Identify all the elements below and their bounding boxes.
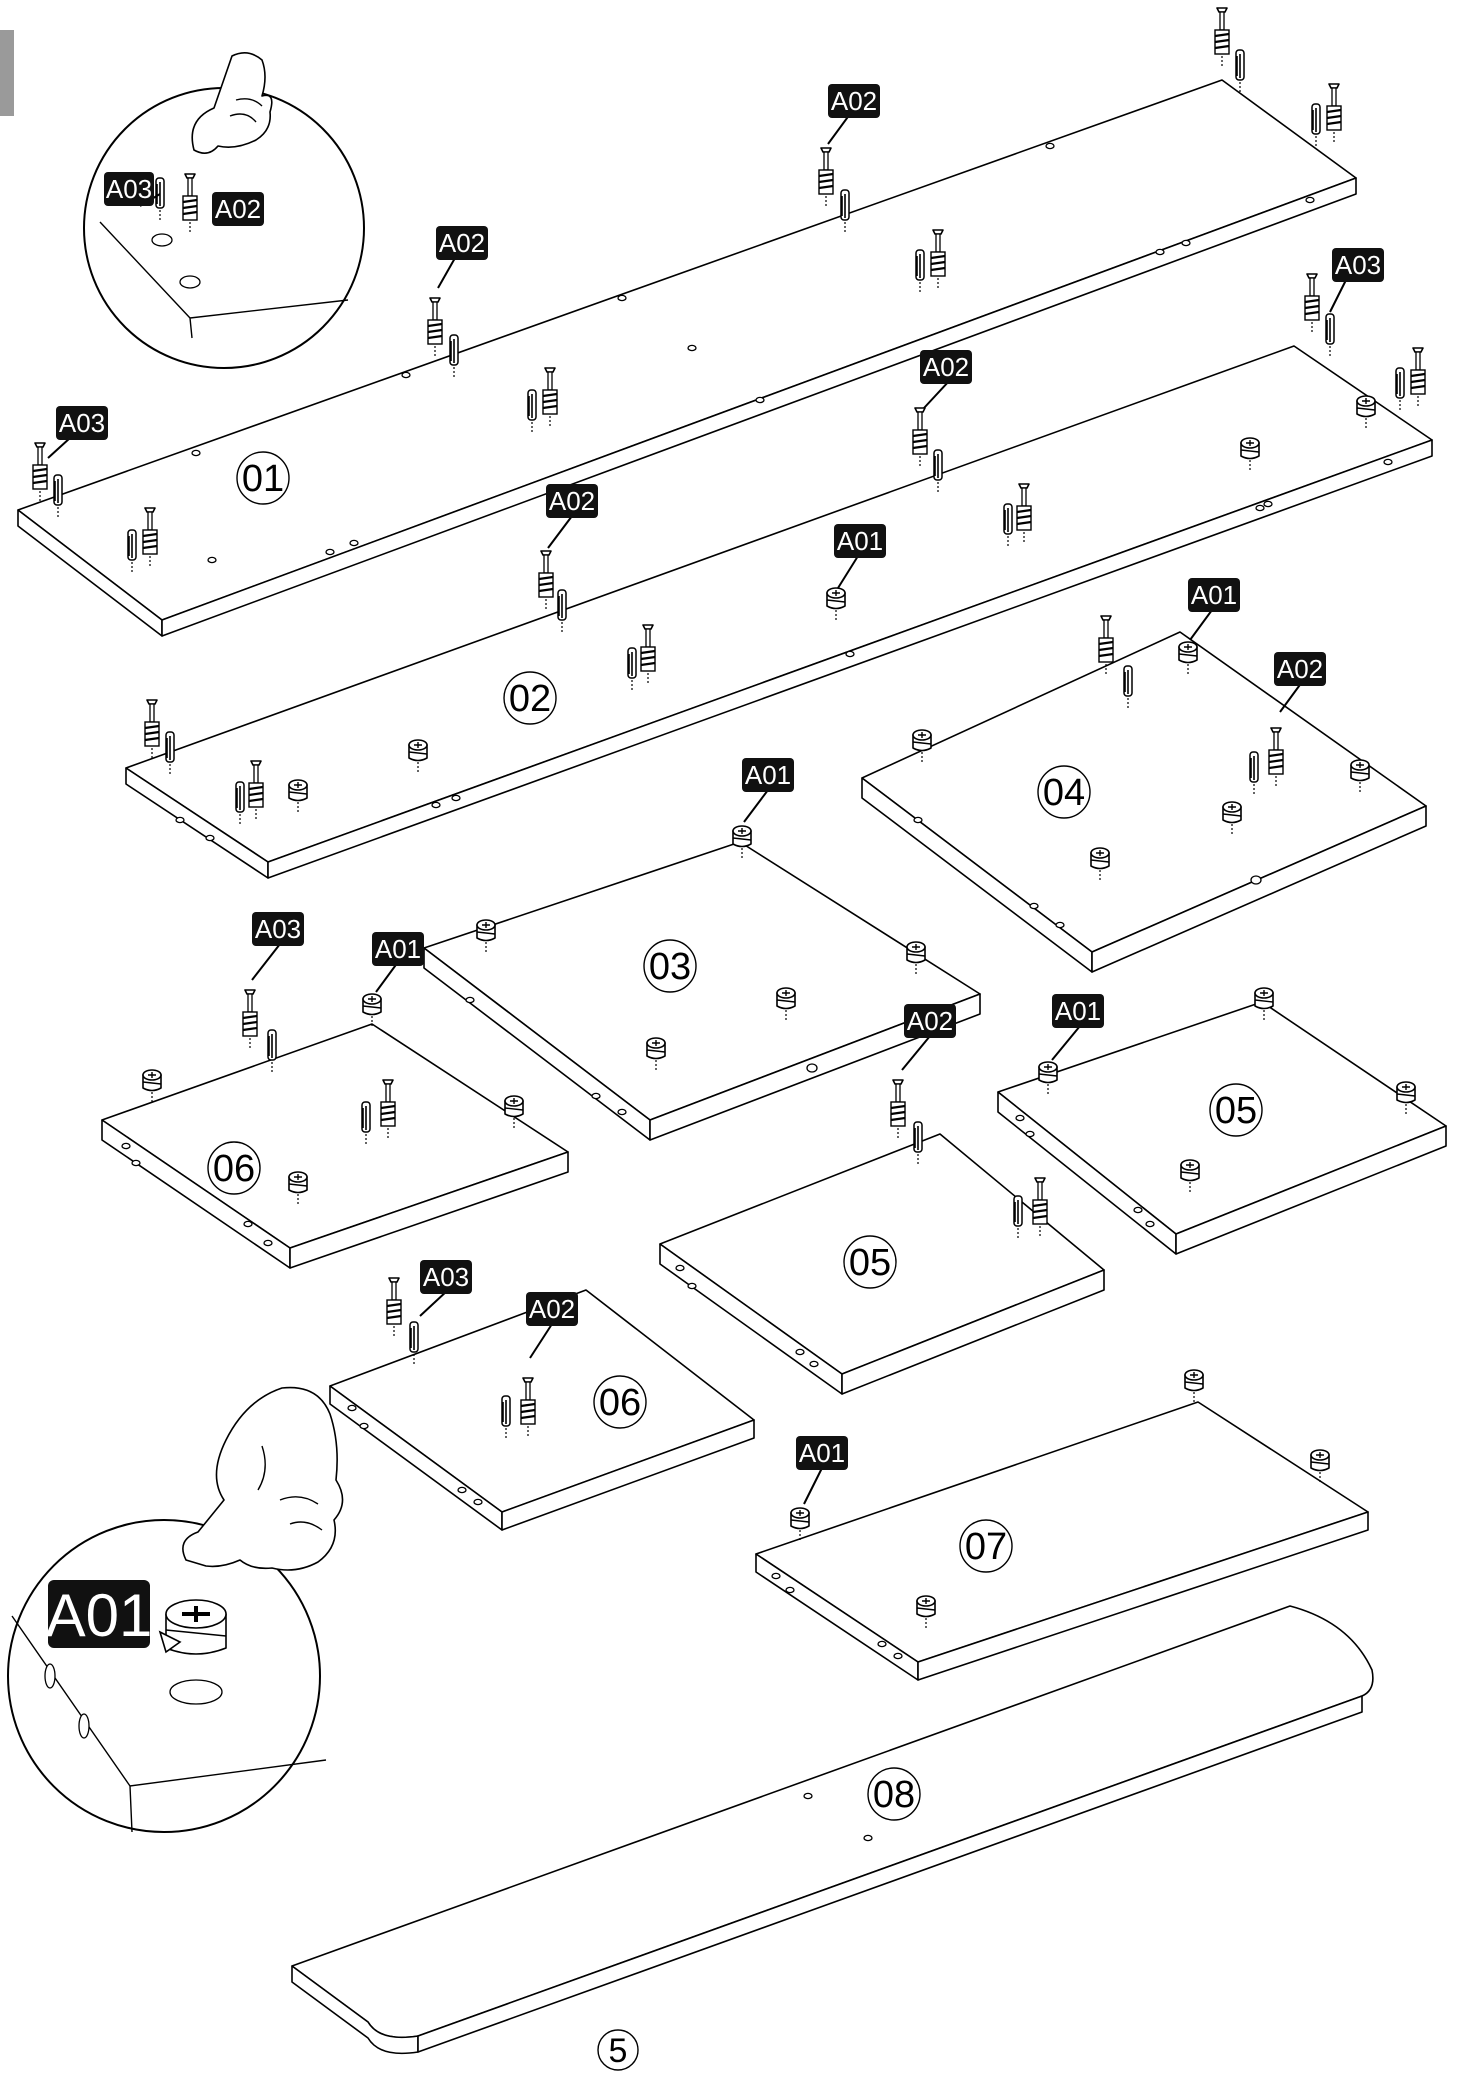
tag-a02-6-bg [904, 1004, 956, 1038]
tag-a02-detail: A02 [215, 194, 261, 224]
tag-a03-2: A03 [1335, 250, 1381, 280]
tag-a03-3: A03 [255, 914, 301, 944]
part-number-04: 04 [1043, 772, 1085, 814]
part-number-06b: 06 [599, 1382, 641, 1424]
detail-circle-top [83, 52, 365, 369]
tag-a02-3: A02 [923, 352, 969, 382]
tag-a02-2: A02 [831, 86, 877, 116]
tag-a03-4-bg [420, 1260, 472, 1294]
tag-a01-4-bg [372, 932, 424, 966]
tag-a02-4-bg [546, 484, 598, 518]
tag-a02-5-bg [1274, 652, 1326, 686]
tag-a02-7-bg [526, 1292, 578, 1326]
panel-01 [17, 79, 1357, 637]
tag-a01-6: A01 [799, 1438, 845, 1468]
tag-a03-detail-bg [104, 172, 154, 206]
part-number-03: 03 [649, 946, 691, 988]
panel-02 [125, 345, 1433, 879]
part-number-05a-circle [843, 1235, 897, 1289]
tag-a01-3-bg [742, 758, 794, 792]
tag-a01-3: A01 [745, 760, 791, 790]
tag-a02-7: A02 [529, 1294, 575, 1324]
tag-a01-4: A01 [375, 934, 421, 964]
tag-a01-5: A01 [1055, 996, 1101, 1026]
tag-a03-4: A03 [423, 1262, 469, 1292]
panel-07 [755, 1401, 1369, 1681]
tag-a02-2-bg [828, 84, 880, 118]
part-number-06b-circle [593, 1375, 647, 1429]
page-tab [0, 30, 14, 116]
panel-04 [861, 631, 1427, 973]
tag-a01-large: A01 [46, 1582, 153, 1649]
tag-a03-1: A03 [59, 408, 105, 438]
tag-a01-2-bg [1188, 578, 1240, 612]
tag-a01-1: A01 [837, 526, 883, 556]
part-number-08-circle [867, 1767, 921, 1821]
hand-icon [191, 52, 273, 154]
tag-a01-1-bg [834, 524, 886, 558]
part-number-05b-circle [1209, 1083, 1263, 1137]
part-number-06a-circle [207, 1141, 261, 1195]
part-number-01-circle [236, 451, 290, 505]
panel-08 [291, 1605, 1374, 2055]
panel-06-lower [329, 1289, 755, 1531]
tag-a02-3-bg [920, 350, 972, 384]
part-number-06a: 06 [213, 1148, 255, 1190]
part-number-04-circle [1037, 765, 1091, 819]
tag-a01-2: A01 [1191, 580, 1237, 610]
tag-a01-6-bg [796, 1436, 848, 1470]
page-number: 5 [609, 2032, 628, 2070]
tag-a03-2-bg [1332, 248, 1384, 282]
tag-a02-1: A02 [439, 228, 485, 258]
tag-a02-detail-bg [212, 192, 264, 226]
part-number-05a: 05 [849, 1242, 891, 1284]
tag-a01-large-bg [48, 1580, 150, 1648]
panel-03 [423, 841, 981, 1141]
panel-06-upper [101, 1023, 569, 1269]
tag-a01-5-bg [1052, 994, 1104, 1028]
tag-a03-1-bg [56, 406, 108, 440]
tag-a02-5: A02 [1277, 654, 1323, 684]
part-number-01: 01 [242, 458, 284, 500]
part-number-07: 07 [965, 1526, 1007, 1568]
part-number-03-circle [643, 939, 697, 993]
tag-a02-6: A02 [907, 1006, 953, 1036]
part-number-05b: 05 [1215, 1090, 1257, 1132]
part-number-02-circle [503, 671, 557, 725]
tag-a02-4: A02 [549, 486, 595, 516]
part-number-02: 02 [509, 678, 551, 720]
tag-a02-1-bg [436, 226, 488, 260]
page-number-circle [597, 2029, 639, 2071]
tag-a03-detail: A03 [106, 174, 152, 204]
tag-a03-3-bg [252, 912, 304, 946]
part-number-08: 08 [873, 1774, 915, 1816]
part-number-07-circle [959, 1519, 1013, 1573]
